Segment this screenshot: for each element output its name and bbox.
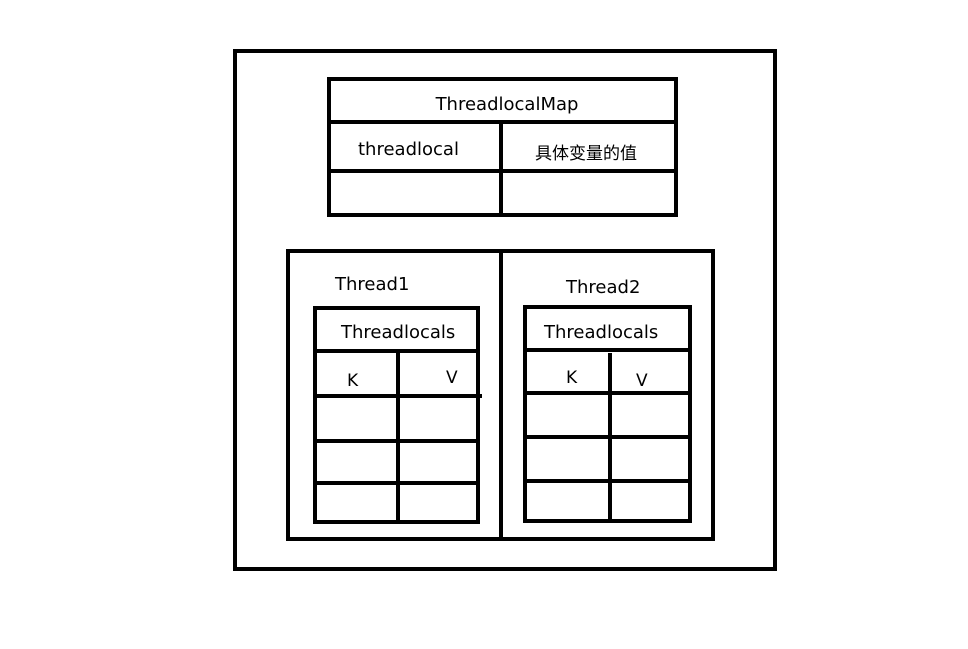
- thread2-table-title: Threadlocals: [543, 322, 658, 343]
- thread1-table-title: Threadlocals: [340, 322, 455, 343]
- threadlocalmap-title: ThreadlocalMap: [435, 94, 579, 115]
- thread2-threadlocals-table: Threadlocals K V: [523, 305, 692, 523]
- thread1-value-header: V: [446, 368, 458, 388]
- threadlocalmap-border: [327, 77, 678, 217]
- thread2-value-header: V: [636, 371, 648, 391]
- variable-value-label: 具体变量的值: [535, 144, 637, 164]
- outer-frame: [233, 49, 777, 571]
- thread1-panel: Thread1 Threadlocals K V: [313, 274, 482, 524]
- thread2-panel: Thread2 Threadlocals K V: [523, 277, 692, 523]
- thread1-threadlocals-table: Threadlocals K V: [313, 306, 482, 524]
- threads-container-border: [286, 249, 715, 541]
- thread1-table-border: [313, 306, 480, 524]
- thread2-key-header: K: [566, 368, 578, 388]
- thread1-key-header: K: [347, 371, 359, 391]
- thread1-name: Thread1: [334, 274, 409, 295]
- threads-container: [286, 249, 715, 541]
- thread2-table-border: [523, 305, 692, 523]
- threadlocal-key-label: threadlocal: [358, 139, 459, 160]
- thread2-name: Thread2: [565, 277, 640, 298]
- threadlocalmap-table: ThreadlocalMap threadlocal 具体变量的值: [327, 77, 678, 217]
